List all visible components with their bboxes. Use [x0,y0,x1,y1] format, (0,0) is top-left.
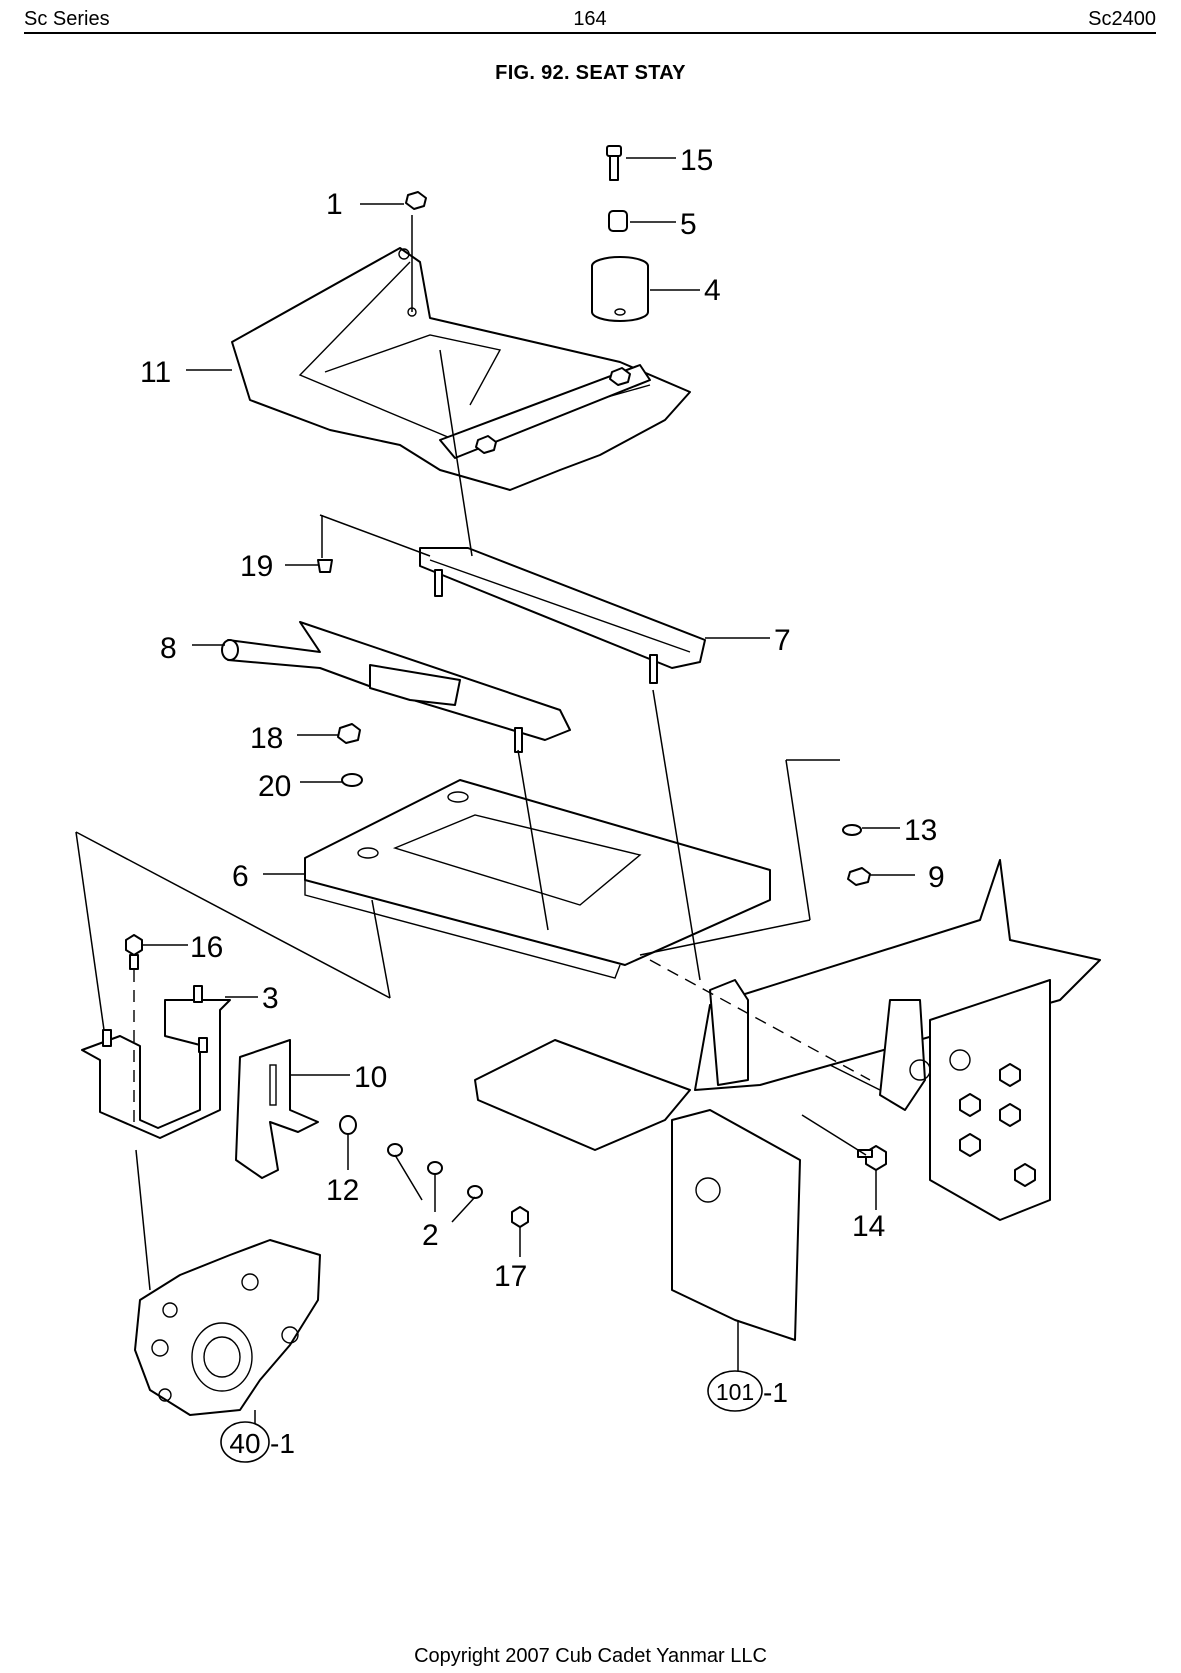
callout-14: 14 [852,1210,885,1243]
nut-18-part [338,724,360,743]
reference-40-1: 40 -1 [221,1422,295,1462]
reference-circle-text: 40 [229,1428,260,1459]
callout-12: 12 [326,1174,359,1207]
reference-101-1: 101 -1 [708,1371,788,1411]
callout-20: 20 [258,770,291,803]
nut-on-frame [476,436,496,453]
valve-block-40-part [135,1240,320,1415]
plate-10-part [236,1040,318,1178]
nut-on-frame [610,368,630,385]
callout-16: 16 [190,931,223,964]
reference-suffix-text: -1 [763,1377,788,1408]
callout-11: 11 [140,356,171,389]
callout-15: 15 [680,144,713,177]
callout-1: 1 [326,188,343,221]
callout-10: 10 [354,1061,387,1094]
bracket-3-part [82,986,230,1138]
callout-18: 18 [250,722,283,755]
collar-5-part [609,211,627,231]
washer-2c-part [468,1186,482,1198]
callout-5: 5 [680,208,697,241]
callout-6: 6 [232,860,249,893]
callout-2: 2 [422,1219,439,1252]
seat-plate-6-part [305,780,770,978]
nut-1-part [406,192,426,209]
bolt-16-part [126,935,142,969]
callout-17: 17 [494,1260,527,1293]
reference-suffix-text: -1 [270,1428,295,1459]
bolt-15-part [607,146,621,180]
washer-20-part [342,774,362,786]
washer-2b-part [428,1162,442,1174]
washer-12-part [340,1116,356,1134]
callout-7: 7 [774,624,791,657]
reference-circle-text: 101 [716,1379,754,1405]
nut-17-part [512,1207,528,1227]
bolt-14-part [858,1146,886,1170]
bolt-19-part [318,560,332,572]
callout-8: 8 [160,632,177,665]
washer-2a-part [388,1144,402,1156]
callout-19: 19 [240,550,273,583]
slide-rail-7-part [420,548,705,683]
callout-3: 3 [262,982,279,1015]
callout-4: 4 [704,274,721,307]
nut-9-part [848,868,870,885]
copyright-footer: Copyright 2007 Cub Cadet Yanmar LLC [0,1645,1181,1668]
callout-9: 9 [928,861,945,894]
spacer-4-part [592,257,648,321]
washer-13-part [843,825,861,835]
callout-13: 13 [904,814,937,847]
